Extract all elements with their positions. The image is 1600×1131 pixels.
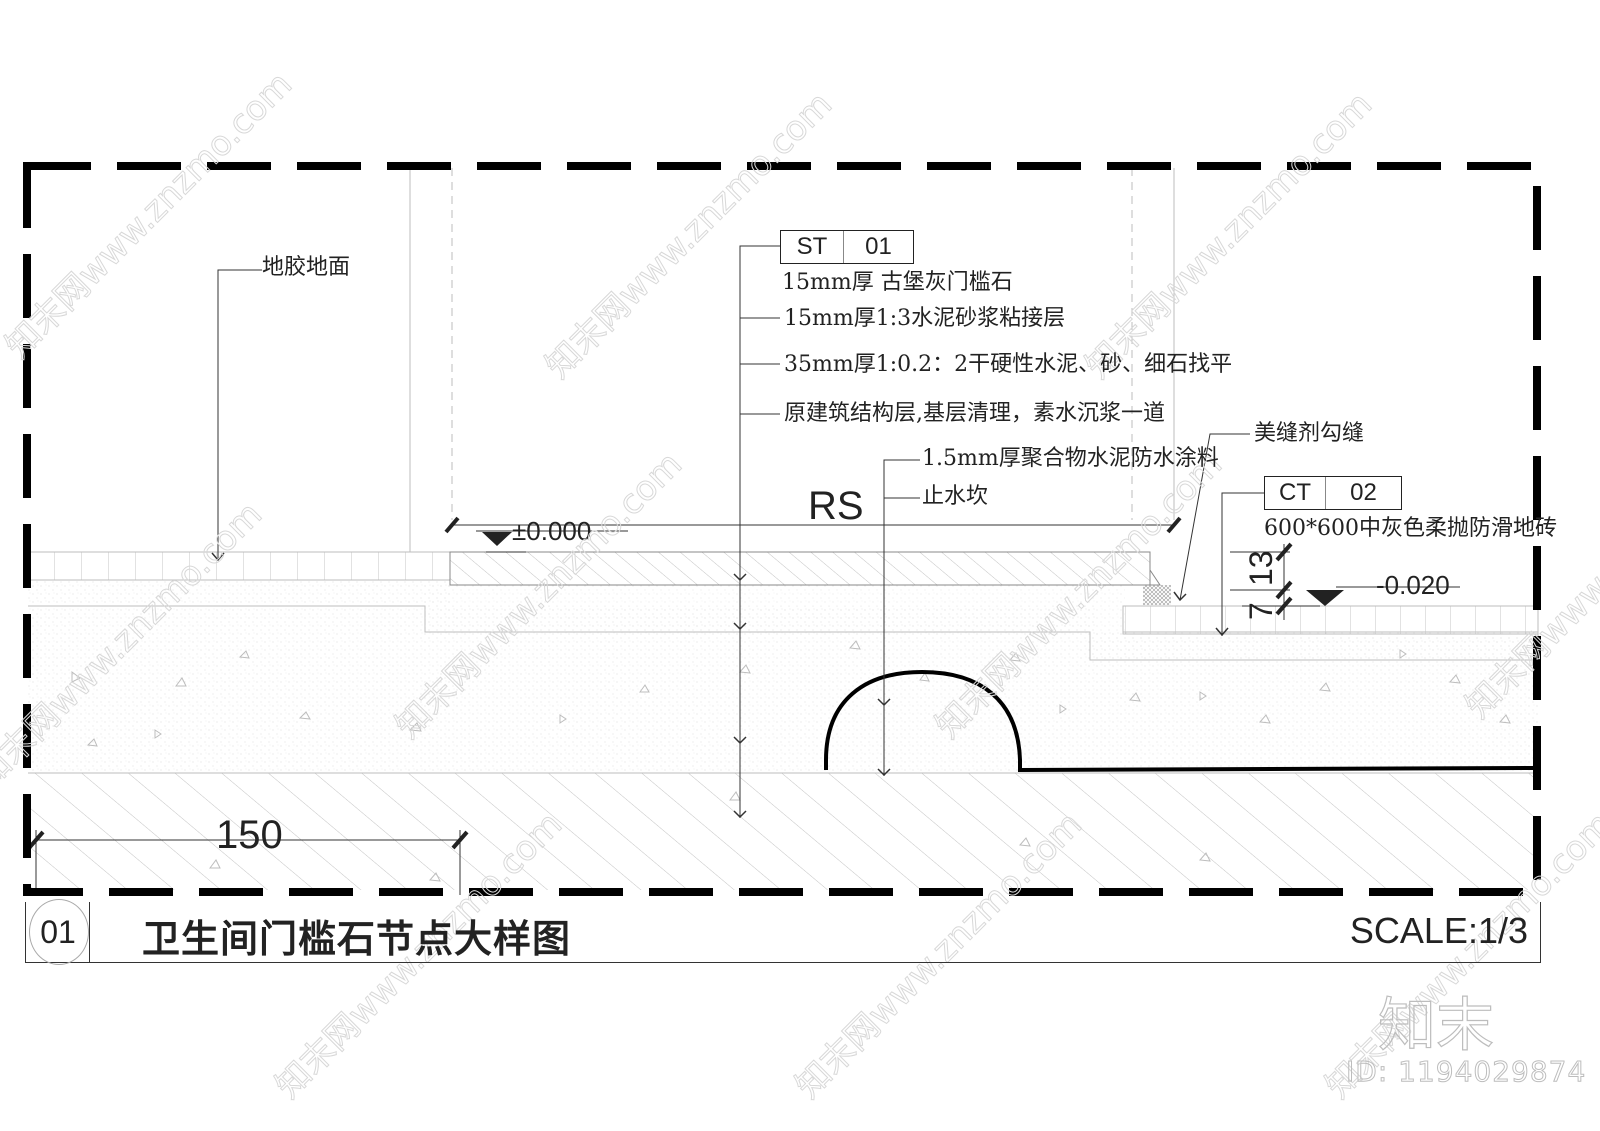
label-vinyl-floor: 地胶地面 — [262, 255, 351, 280]
drawing-number: 01 — [27, 899, 90, 965]
drawing-title: 卫生间门槛石节点大样图 — [142, 917, 572, 961]
st-layer-4: 原建筑结构层,基层清理，素水沉浆一道 — [784, 401, 1165, 426]
floor-tile-right — [1122, 605, 1539, 635]
st-layer-2: 15mm厚1:3水泥砂浆粘接层 — [784, 306, 1066, 331]
joint-sealant — [1143, 585, 1171, 605]
structural-slab-hatch — [28, 773, 1538, 890]
svg-text:知末网www.znzmo.com: 知末网www.znzmo.com — [1458, 424, 1600, 726]
ct-tag: CT 02 — [1264, 476, 1402, 510]
label-water-stop: 止水坎 — [922, 484, 989, 509]
label-floor-tile: 600*600中灰色柔抛防滑地砖 — [1264, 516, 1557, 541]
dimension-7: 7 — [1243, 602, 1279, 620]
svg-text:知末网www.znzmo.com: 知末网www.znzmo.com — [0, 64, 300, 366]
st-layer-1: 15mm厚 古堡灰门槛石 — [782, 270, 1013, 295]
drawing-scale: SCALE:1/3 — [1349, 910, 1528, 951]
ct-tag-number: 02 — [1350, 479, 1377, 506]
svg-text:知末网www.znzmo.com: 知末网www.znzmo.com — [1078, 84, 1380, 386]
threshold-stone — [449, 551, 1151, 586]
level-marker-zero-icon — [482, 532, 512, 546]
vinyl-floor — [27, 551, 451, 581]
level-zero-label: ±0.000 — [512, 516, 591, 546]
st-tag-number: 01 — [865, 233, 892, 260]
level-minus-label: -0.020 — [1376, 570, 1450, 600]
st-layer-3: 35mm厚1:0.2：2干硬性水泥、砂、细石找平 — [784, 352, 1233, 377]
detail-border — [23, 162, 1541, 896]
brand-watermark: 知末 — [1377, 990, 1495, 1059]
dimension-width: 150 — [216, 813, 283, 857]
label-waterproof: 1.5mm厚聚合物水泥防水涂料 — [922, 446, 1219, 471]
drawing-number-text: 01 — [40, 913, 76, 950]
dimension-13: 13 — [1243, 550, 1279, 586]
st-tag-code: ST — [781, 231, 844, 263]
water-stop-curb — [824, 669, 1539, 773]
level-marker-minus-icon — [1306, 590, 1344, 606]
st-tag: ST 01 — [780, 230, 914, 264]
title-bar — [25, 902, 1541, 963]
label-joint-sealant: 美缝剂勾缝 — [1254, 421, 1365, 446]
ct-tag-code: CT — [1265, 477, 1326, 509]
image-id-watermark: ID: 1194029874 — [1345, 1055, 1587, 1089]
room-label: RS — [808, 484, 864, 528]
